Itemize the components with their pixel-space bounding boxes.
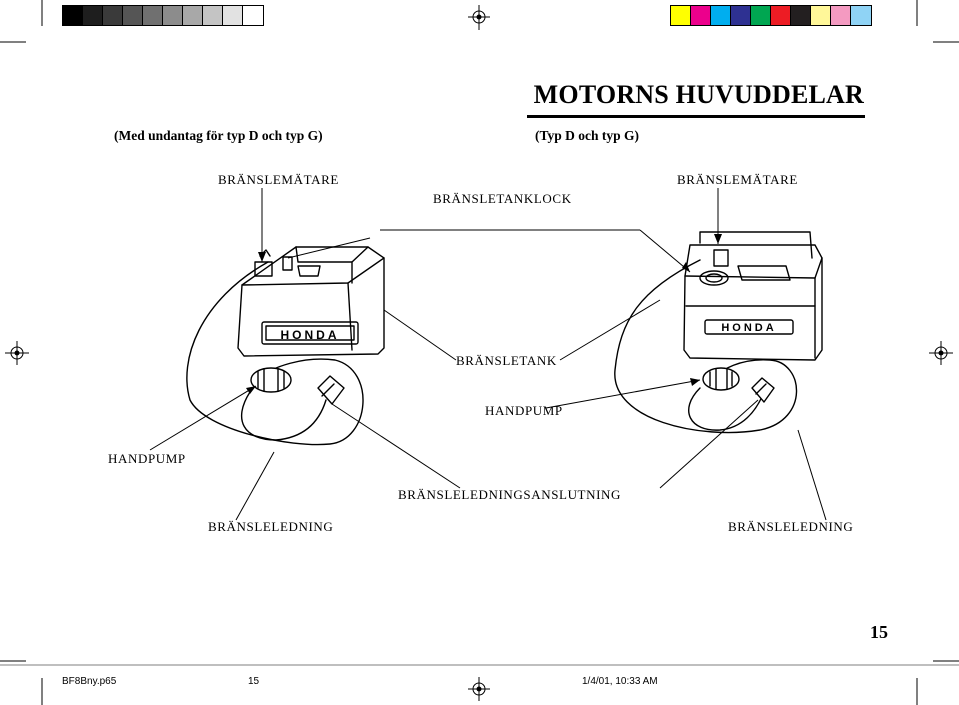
color-swatch <box>691 6 711 25</box>
gray-swatch <box>243 6 263 25</box>
gray-calibration-bar <box>62 5 264 26</box>
right-fuel-hose <box>614 259 798 434</box>
color-swatch <box>671 6 691 25</box>
color-swatch <box>811 6 831 25</box>
label-fuel-gauge-left: BRÄNSLEMÄTARE <box>218 172 339 187</box>
page-title: MOTORNS HUVUDDELAR <box>533 80 864 109</box>
left-line-connector <box>317 375 345 405</box>
label-tank-cap: BRÄNSLETANKLOCK <box>433 191 572 206</box>
page-number: 15 <box>870 622 888 642</box>
right-caption: (Typ D och typ G) <box>535 128 640 143</box>
color-swatch <box>771 6 791 25</box>
color-swatch <box>731 6 751 25</box>
label-hand-pump-right: HANDPUMP <box>485 403 563 418</box>
gray-swatch <box>143 6 163 25</box>
color-calibration-bar <box>670 5 872 26</box>
left-caption: (Med undantag för typ D och typ G) <box>114 128 323 143</box>
gray-swatch <box>63 6 83 25</box>
gray-swatch <box>203 6 223 25</box>
gray-swatch <box>83 6 103 25</box>
left-brand-text: HONDA <box>281 328 340 342</box>
label-hand-pump-left: HANDPUMP <box>108 451 186 466</box>
color-swatch <box>751 6 771 25</box>
footer-timestamp: 1/4/01, 10:33 AM <box>582 676 658 687</box>
footer-page: 15 <box>248 676 260 687</box>
left-fuel-tank <box>237 246 385 357</box>
label-fuel-line-right: BRÄNSLELEDNING <box>728 519 854 534</box>
gray-swatch <box>223 6 243 25</box>
right-hand-pump <box>702 367 740 391</box>
label-line-connector: BRÄNSLELEDNINGSANSLUTNING <box>398 487 621 502</box>
right-line-connector <box>751 377 775 403</box>
footer-file: BF8Bny.p65 <box>62 676 117 687</box>
color-swatch <box>711 6 731 25</box>
gray-swatch <box>163 6 183 25</box>
label-fuel-tank: BRÄNSLETANK <box>456 353 557 368</box>
left-fuel-hose <box>186 261 364 446</box>
title-underline <box>527 115 865 118</box>
label-fuel-gauge-right: BRÄNSLEMÄTARE <box>677 172 798 187</box>
color-swatch <box>831 6 851 25</box>
gray-swatch <box>123 6 143 25</box>
right-brand-text: HONDA <box>721 322 776 334</box>
color-swatch <box>791 6 811 25</box>
color-swatch <box>851 6 871 25</box>
gray-swatch <box>183 6 203 25</box>
label-fuel-line-left: BRÄNSLELEDNING <box>208 519 334 534</box>
right-fuel-tank <box>683 231 823 361</box>
leader-lines <box>149 188 827 521</box>
gray-swatch <box>103 6 123 25</box>
left-hand-pump <box>250 367 292 393</box>
